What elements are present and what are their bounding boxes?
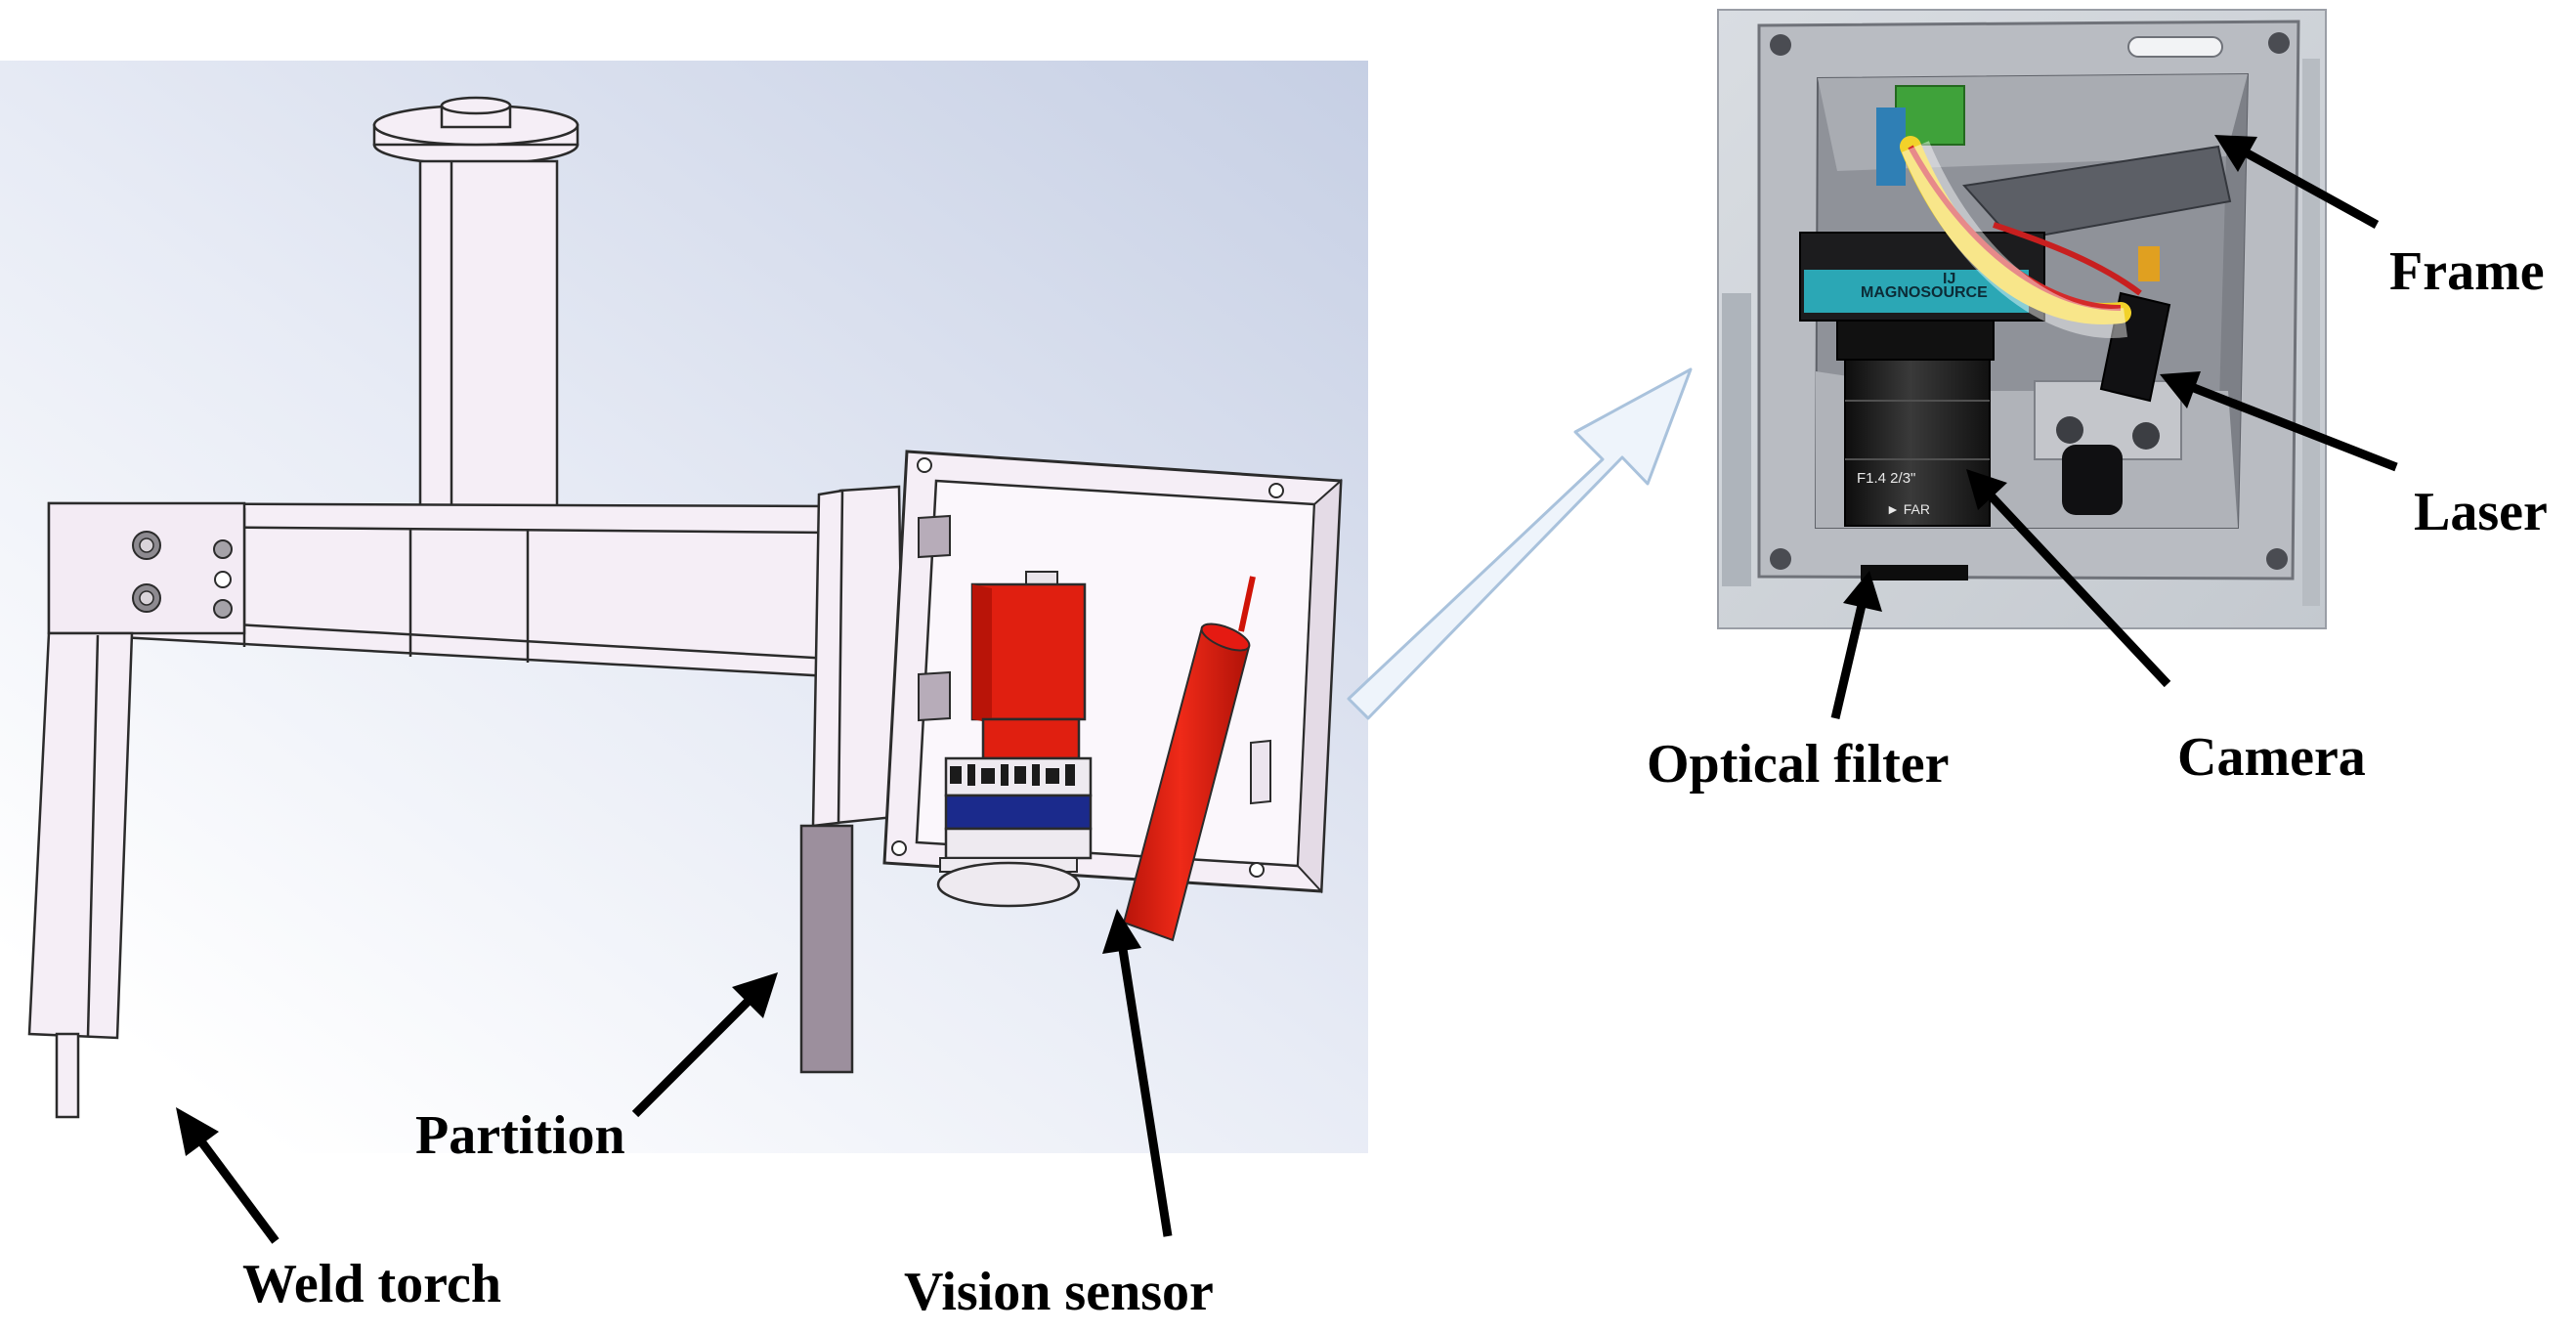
label-weld-torch: Weld torch xyxy=(242,1254,501,1314)
sensor-photo: MAGNOSOURCE IJ F1.4 2/3" ► FAR xyxy=(1717,9,2327,629)
labels: Weld torch Partition Vision sensor Frame… xyxy=(242,241,2548,1322)
mounting-post xyxy=(372,96,580,533)
label-partition: Partition xyxy=(415,1105,625,1166)
label-optical-filter: Optical filter xyxy=(1647,734,1949,795)
arrow-camera xyxy=(1966,469,2171,688)
lens-marking-text: ► FAR xyxy=(1886,501,1930,517)
label-laser: Laser xyxy=(2414,482,2548,542)
cad-camera xyxy=(936,571,1093,908)
label-camera: Camera xyxy=(2177,727,2366,788)
arrow-vision-sensor xyxy=(1102,909,1173,1237)
lens-ring-pattern xyxy=(950,764,1075,786)
camera-logo-text: IJ xyxy=(1943,271,1955,287)
clamp-block xyxy=(47,501,246,635)
cad-model-panel xyxy=(0,61,1368,1153)
camera-brand-text: MAGNOSOURCE xyxy=(1861,284,1988,301)
lens-scale-text: F1.4 2/3" xyxy=(1857,470,1915,487)
arrow-frame xyxy=(2214,135,2380,229)
sensor-mount xyxy=(811,485,906,828)
arrow-optical-filter xyxy=(1830,571,1882,720)
cad-laser xyxy=(1122,576,1256,942)
label-vision-sensor: Vision sensor xyxy=(904,1262,1214,1322)
arrow-laser xyxy=(2160,371,2398,472)
weld-torch xyxy=(27,631,134,1119)
arrow-weld-torch xyxy=(176,1107,279,1244)
arrow-partition xyxy=(631,972,778,1118)
transition-arrow xyxy=(1347,367,1693,720)
label-frame: Frame xyxy=(2389,241,2545,302)
partition-plate xyxy=(799,824,854,1074)
callout-arrows xyxy=(176,135,2398,1244)
